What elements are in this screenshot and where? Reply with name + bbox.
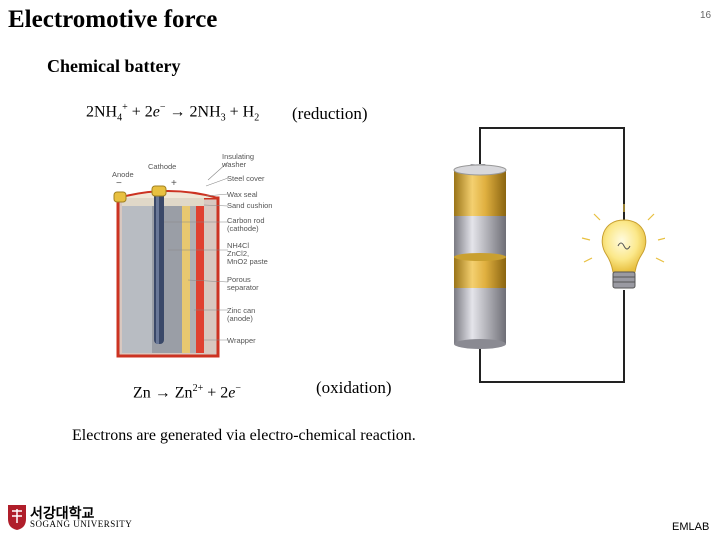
eq-electron: e <box>152 103 160 121</box>
eq-term: + 2 <box>127 103 153 121</box>
eq-term: Zn <box>174 384 193 402</box>
page-number: 16 <box>700 10 712 21</box>
eq-arrow: → <box>150 384 175 402</box>
eq-sub: 2 <box>254 112 260 124</box>
slide-caption: Electrons are generated via electro-chem… <box>72 427 416 444</box>
cell-top <box>117 190 219 199</box>
battery-seam <box>454 253 506 261</box>
label-wax-seal: Wax seal <box>227 190 258 199</box>
dry-cell-illustration <box>113 161 229 358</box>
anode-terminal <box>113 191 127 203</box>
label-paste: NH4Cl ZnCl2, MnO2 paste <box>227 241 268 266</box>
label-carbon-rod: Carbon rod (cathode) <box>227 216 265 233</box>
battery-bottom <box>454 339 506 349</box>
label-porous-separator: Porous separator <box>227 275 259 292</box>
reduction-equation: 2NH4+ + 2e− → 2NH3 + H2 <box>86 102 259 124</box>
lamp-base <box>612 271 636 289</box>
eq-sup: − <box>235 383 241 394</box>
porous-separator-shape <box>182 205 190 353</box>
university-seal-icon <box>8 505 26 530</box>
eq-term: Zn <box>133 384 151 402</box>
eq-sup: 2+ <box>192 383 204 394</box>
battery-silver-top <box>454 216 506 258</box>
university-logo-english: SOGANG UNIVERSITY <box>30 519 133 529</box>
label-plus: + <box>171 178 177 189</box>
eq-sub: 4 <box>117 112 123 124</box>
lamp-rays <box>581 204 665 263</box>
battery-top-cap <box>453 164 507 176</box>
eq-arrow: → <box>165 103 190 121</box>
eq-sub: 3 <box>220 112 226 124</box>
wrapper-layer <box>196 205 204 353</box>
slide-subtitle: Chemical battery <box>47 56 181 76</box>
slide-title: Electromotive force <box>8 6 218 33</box>
label-minus: − <box>116 178 122 189</box>
cathode-terminal <box>151 185 167 197</box>
eq-sup: − <box>159 102 166 113</box>
zinc-can-shape <box>190 205 196 353</box>
label-anode: Anode <box>112 170 134 179</box>
wire-top <box>479 127 625 220</box>
label-zinc-can: Zinc can (anode) <box>227 306 256 323</box>
eq-term: + 2 <box>203 384 229 402</box>
lamp-filament <box>617 242 631 250</box>
eq-sup: + <box>122 102 128 113</box>
battery-gold-top <box>454 170 506 218</box>
footer-lab-name: EMLAB <box>672 521 710 533</box>
label-insulating-washer: Insulating washer <box>222 152 255 169</box>
battery-circuit-illustration <box>453 127 665 383</box>
label-steel-cover: Steel cover <box>227 174 265 183</box>
eq-term: 2NH <box>86 103 118 121</box>
reduction-label: (reduction) <box>292 104 368 123</box>
label-sand-cushion: Sand cushion <box>227 201 273 210</box>
battery-gold-bottom <box>454 256 506 290</box>
label-cathode: Cathode <box>148 162 177 171</box>
university-logo-korean: 서강대학교 <box>30 506 95 522</box>
label-wrapper: Wrapper <box>227 336 256 345</box>
wire-bottom <box>479 290 625 383</box>
eq-term: + H <box>225 103 255 121</box>
battery-silver-bottom <box>454 288 506 344</box>
carbon-rod-highlight <box>156 192 159 344</box>
eq-term: 2NH <box>189 103 221 121</box>
paste-highlight <box>122 205 152 353</box>
oxidation-label: (oxidation) <box>316 378 392 397</box>
oxidation-equation: Zn → Zn2+ + 2e− <box>133 383 241 402</box>
eq-electron: e <box>228 384 236 402</box>
